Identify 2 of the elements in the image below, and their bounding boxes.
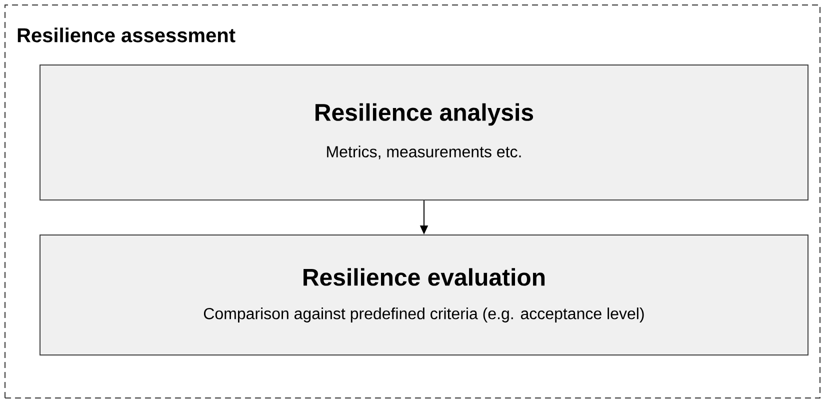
process-box: Resilience evaluation Comparison against predefined criteria (e.g. acceptance level) [40, 234, 808, 356]
process-box: Resilience analysis Metrics, measurements etc. [40, 64, 808, 200]
